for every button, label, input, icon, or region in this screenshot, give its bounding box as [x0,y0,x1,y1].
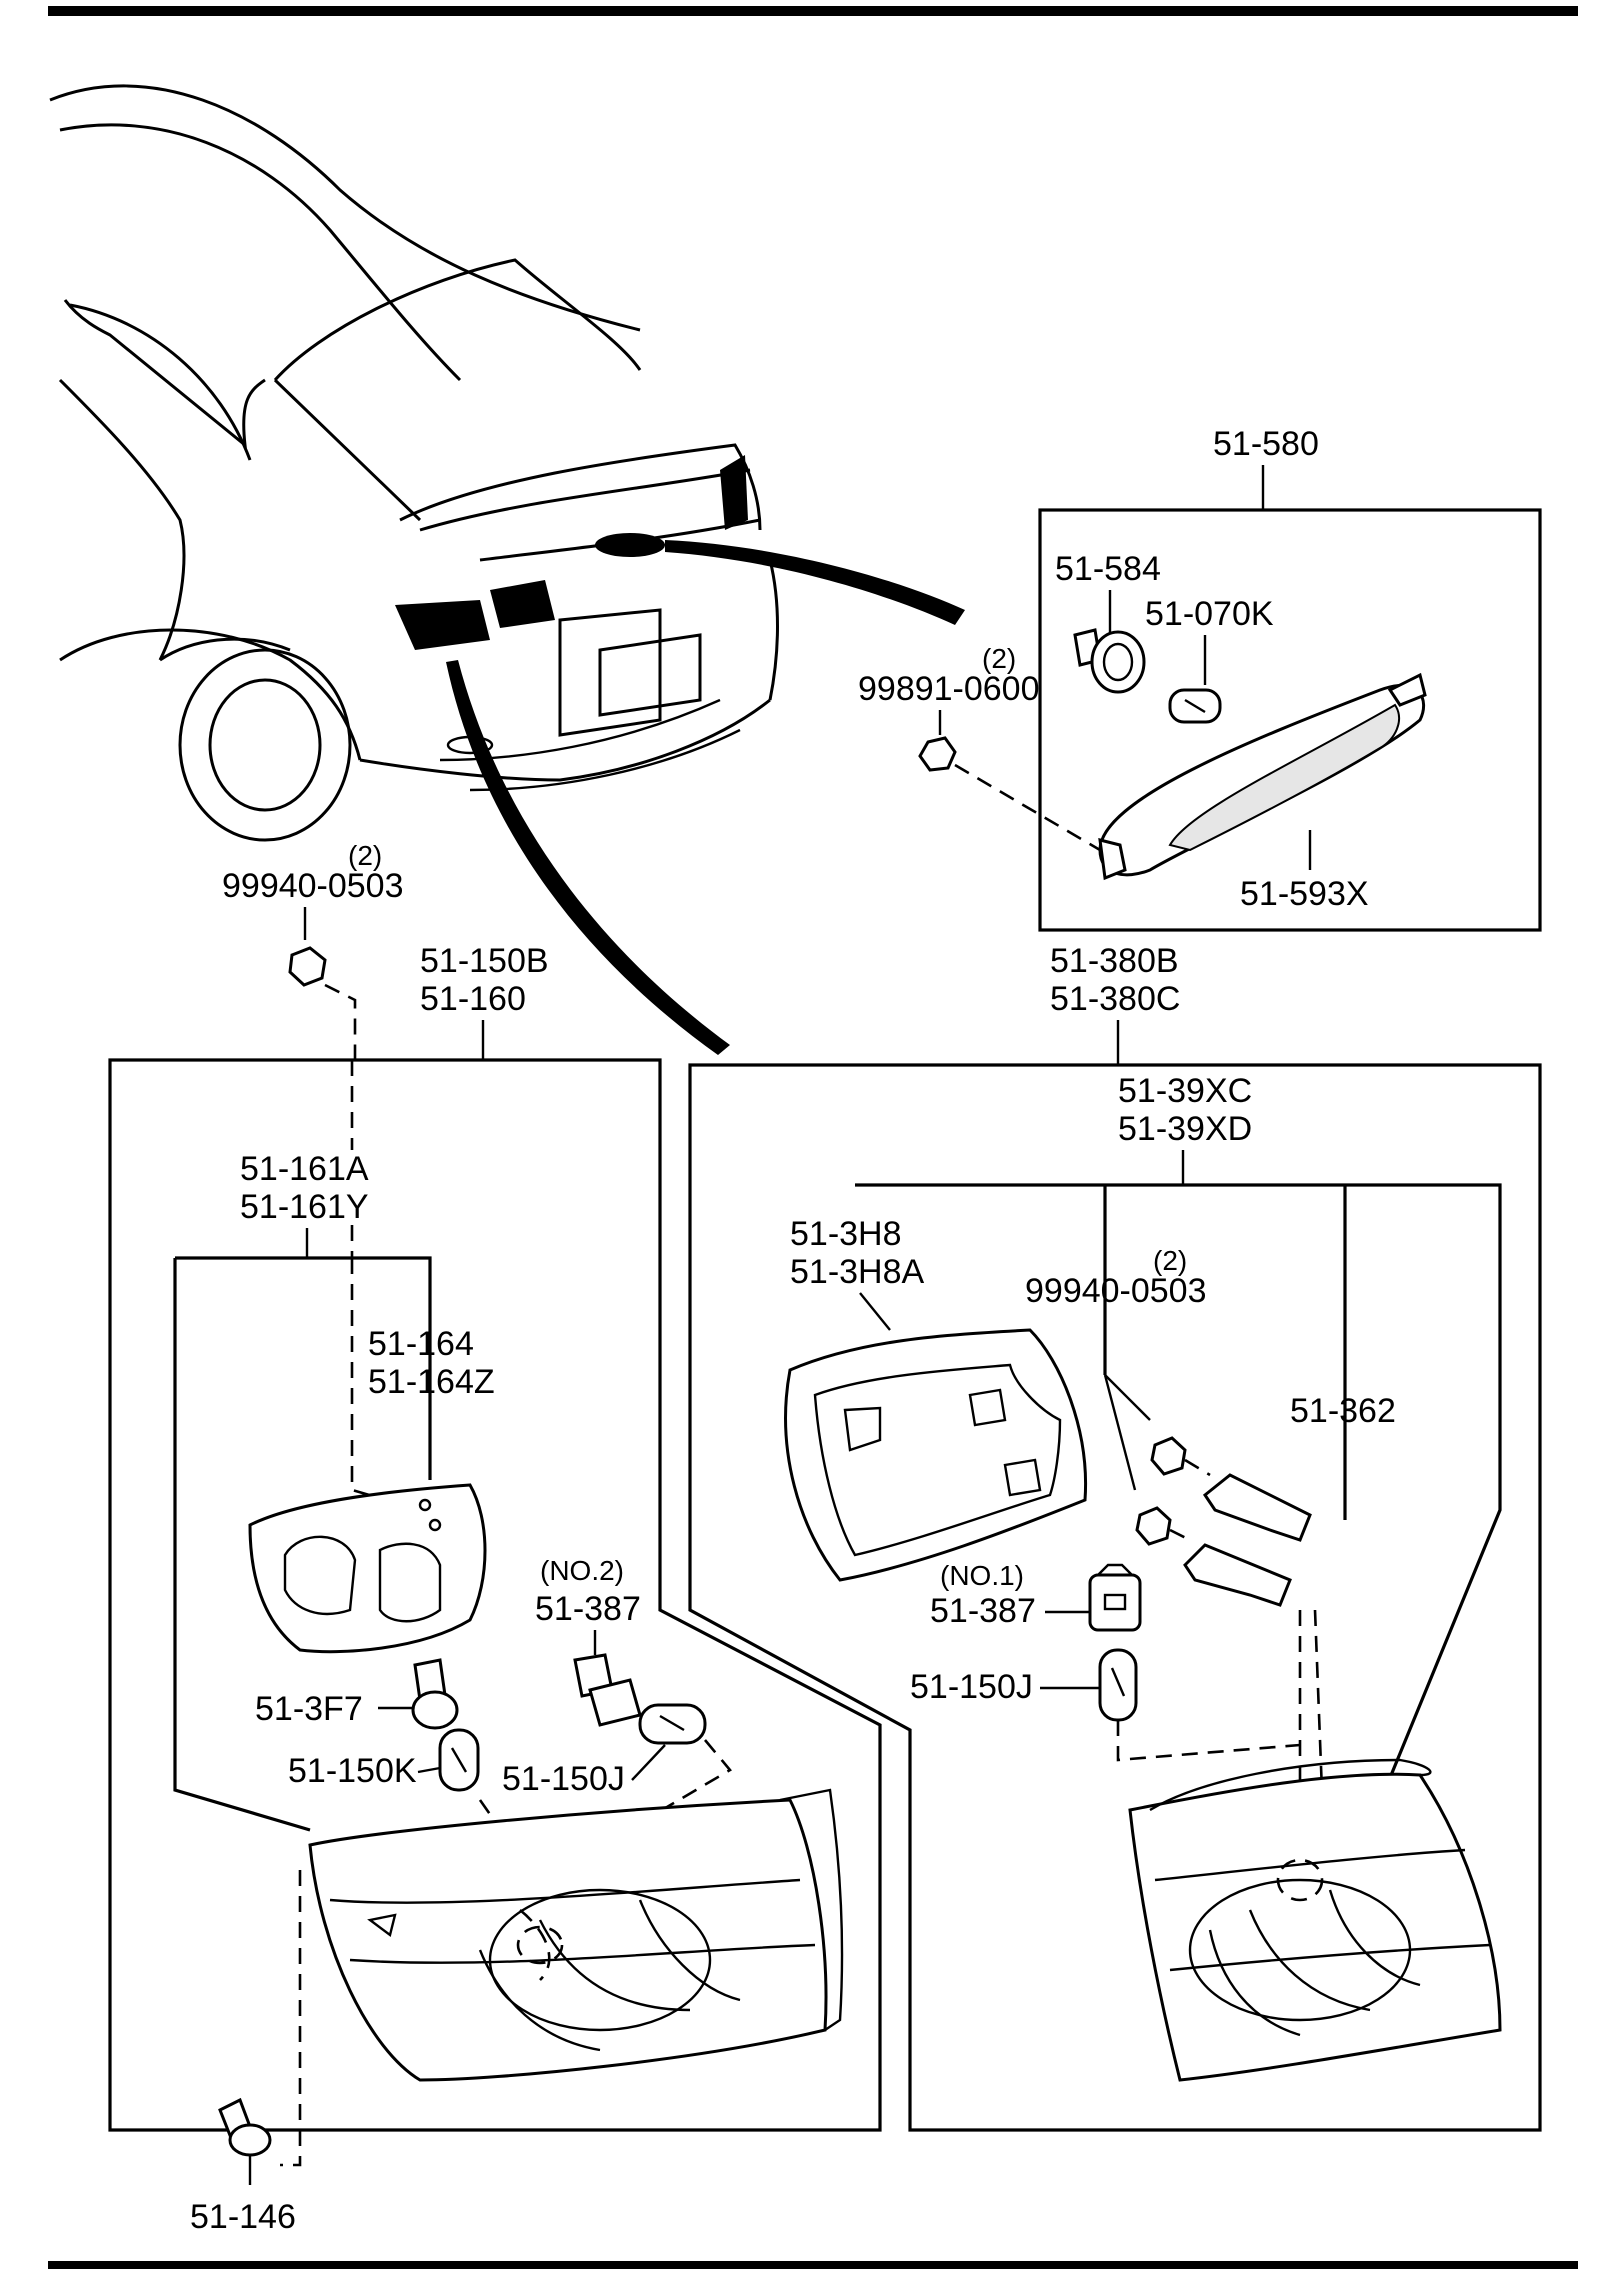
label-51-387-left: 51-387 [535,1590,641,1628]
label-qty-99940-left: (2) [348,840,382,871]
label-51-160: 51-160 [420,980,526,1018]
car-rear-illustration [49,84,779,842]
label-51-150B: 51-150B [420,942,549,980]
label-99940-0503-left: 99940-0503 [222,867,404,905]
nut-99891-0600 [918,736,957,772]
label-51-3F7: 51-3F7 [255,1690,363,1728]
label-51-164: 51-164 [368,1325,474,1363]
label-51-39XD: 51-39XD [1118,1110,1252,1148]
right-lamp-group: 51-380B 51-380C 51-39XC 51-39XD 51-3H8 5… [688,942,1542,2132]
label-qty-99940-right: (2) [1153,1245,1187,1276]
high-mount-lamp-box [1038,508,1542,932]
nut-99940-0503-left [288,946,327,987]
label-51-161Y: 51-161Y [240,1188,369,1226]
gasket-51-164 [248,1483,487,1654]
label-51-164Z: 51-164Z [368,1363,495,1401]
label-no1: (NO.1) [940,1560,1024,1591]
socket-51-387-no1 [1088,1563,1142,1632]
socket-51-3F7 [411,1658,459,1730]
bottom-rule [48,2261,1578,2269]
label-51-150J-left: 51-150J [502,1760,625,1798]
bulb-51-150J-right [1098,1648,1138,1722]
left-inner-box [173,1256,432,1832]
label-51-3H8: 51-3H8 [790,1215,902,1253]
label-99891-0600: 99891-0600 [858,670,1040,708]
socket-51-387-no2 [573,1653,642,1727]
trunk-lid-lamp-housing [1128,1758,1502,2082]
left-lamp-group: (2) 99940-0503 51-150B 51-160 51-161A 51… [108,840,882,2236]
label-51-070K: 51-070K [1145,595,1274,633]
bracket-51-362 [1183,1473,1312,1607]
right-inner-box [855,1183,1502,1791]
nut-99940-0503-right-a [1150,1436,1187,1476]
label-51-380C: 51-380C [1050,980,1180,1018]
label-51-580: 51-580 [1213,425,1319,463]
clip-51-146 [218,2097,272,2157]
label-51-3H8A: 51-3H8A [790,1253,925,1291]
leader-high-mount-lamp [665,540,965,625]
bulb-51-070K [1168,688,1222,724]
nut-99940-0503-right-b [1135,1506,1172,1546]
label-51-584: 51-584 [1055,550,1161,588]
label-51-161A: 51-161A [240,1150,369,1188]
label-qty-99891: (2) [982,643,1016,674]
label-51-362: 51-362 [1290,1392,1396,1430]
bulb-51-150J-left [638,1703,707,1745]
label-51-150K: 51-150K [288,1752,417,1790]
lamp-housing-51-593X [1098,672,1427,881]
tail-lamp-housing-left [308,1788,844,2082]
label-51-593X: 51-593X [1240,875,1369,913]
socket-51-584 [1073,628,1146,694]
label-51-387-right: 51-387 [930,1592,1036,1630]
label-51-39XC: 51-39XC [1118,1072,1252,1110]
right-lamp-box [688,1063,1542,2132]
label-51-380B: 51-380B [1050,942,1179,980]
top-rule [48,6,1578,16]
label-51-150J-right: 51-150J [910,1668,1033,1706]
gasket-51-3H8 [784,1328,1088,1582]
left-lamp-box [108,1058,882,2132]
label-51-146: 51-146 [190,2198,296,2236]
bulb-51-150K [438,1728,480,1792]
label-no2: (NO.2) [540,1555,624,1586]
label-99940-0503-right: 99940-0503 [1025,1272,1207,1310]
high-mount-lamp-group: 51-580 51-584 51-070K 51-593X (2) 99891-… [858,425,1542,932]
